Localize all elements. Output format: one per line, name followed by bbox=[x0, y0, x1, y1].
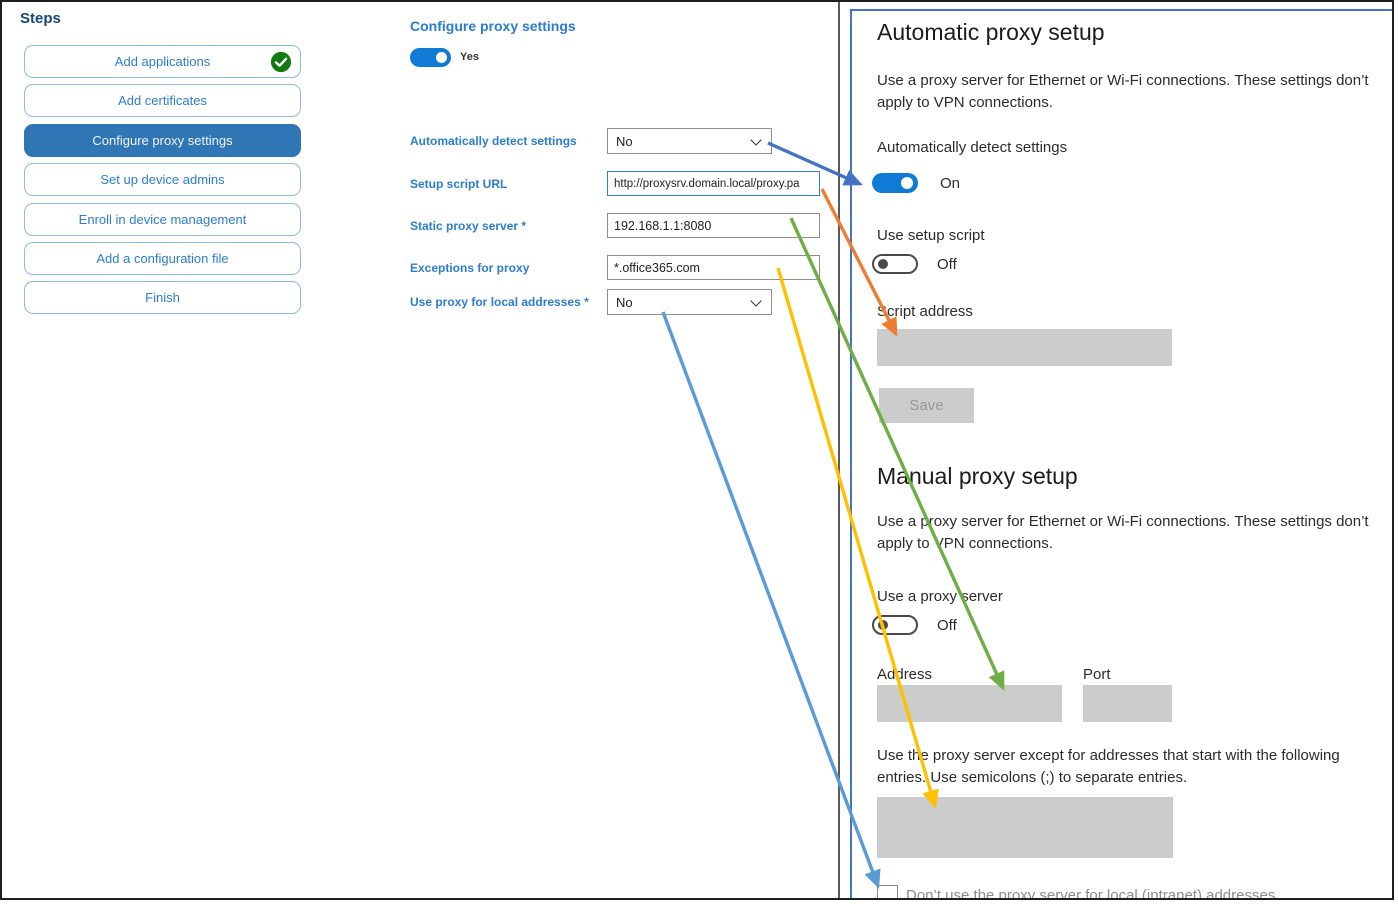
toggle-knob bbox=[878, 259, 888, 269]
use-setup-script-toggle[interactable] bbox=[872, 254, 918, 274]
field-row: Setup script URL bbox=[410, 171, 822, 198]
step-label: Configure proxy settings bbox=[92, 132, 233, 148]
use-proxy-server-label: Use a proxy server bbox=[877, 588, 1003, 605]
proxy-port-input[interactable] bbox=[1083, 685, 1172, 722]
toggle-knob bbox=[901, 177, 913, 189]
field-label: Static proxy server * bbox=[410, 219, 527, 233]
proxy-address-input[interactable] bbox=[877, 685, 1062, 722]
use-setup-script-label: Use setup script bbox=[877, 227, 985, 244]
step-enroll-in-device-management[interactable]: Enroll in device management bbox=[24, 203, 301, 236]
step-configure-proxy-settings[interactable]: Configure proxy settings bbox=[24, 124, 301, 157]
field-row: Use proxy for local addresses * No bbox=[410, 289, 822, 316]
manual-proxy-setup-heading: Manual proxy setup bbox=[877, 463, 1078, 489]
proxy-exceptions-textarea[interactable] bbox=[877, 797, 1173, 858]
toggle-knob bbox=[436, 52, 447, 63]
pane-divider bbox=[838, 2, 840, 898]
configure-proxy-toggle-state: Yes bbox=[460, 51, 479, 63]
field-label: Exceptions for proxy bbox=[410, 261, 530, 275]
step-finish[interactable]: Finish bbox=[24, 281, 301, 314]
toggle-knob bbox=[878, 620, 888, 630]
steps-title: Steps bbox=[20, 10, 61, 27]
chevron-down-icon bbox=[750, 134, 762, 146]
use-setup-script-state: Off bbox=[937, 256, 957, 273]
automatically-detect-settings-dropdown[interactable]: No bbox=[607, 128, 772, 154]
detect-settings-state: On bbox=[940, 175, 961, 192]
local-addresses-arrow bbox=[661, 311, 881, 889]
step-label: Finish bbox=[145, 289, 180, 305]
detect-settings-toggle[interactable] bbox=[872, 173, 918, 193]
field-label: Use proxy for local addresses * bbox=[410, 295, 589, 309]
use-proxy-for-local-addresses-dropdown[interactable]: No bbox=[607, 289, 772, 315]
exceptions-for-proxy-input[interactable] bbox=[607, 255, 820, 280]
step-label: Enroll in device management bbox=[78, 211, 247, 227]
step-add-certificates[interactable]: Add certificates bbox=[24, 84, 301, 117]
configure-proxy-toggle[interactable] bbox=[410, 48, 451, 67]
field-row: Automatically detect settings No bbox=[410, 128, 822, 155]
manual-proxy-description: Use a proxy server for Ethernet or Wi-Fi… bbox=[877, 513, 1369, 552]
port-label: Port bbox=[1083, 666, 1111, 683]
step-add-applications[interactable]: Add applications bbox=[24, 45, 301, 78]
windows-proxy-settings-panel: Automatic proxy setup Use a proxy server… bbox=[850, 9, 1392, 900]
script-address-label: Script address bbox=[877, 303, 973, 320]
form-title: Configure proxy settings bbox=[410, 18, 576, 34]
automatic-proxy-setup-heading: Automatic proxy setup bbox=[877, 19, 1105, 45]
field-row: Static proxy server * bbox=[410, 213, 822, 240]
step-label: Add certificates bbox=[118, 92, 207, 108]
save-button[interactable]: Save bbox=[879, 388, 974, 423]
detect-settings-label: Automatically detect settings bbox=[877, 139, 1068, 156]
step-label: Add a configuration file bbox=[96, 250, 229, 266]
address-label: Address bbox=[877, 666, 933, 683]
exceptions-hint: Use the proxy server except for addresse… bbox=[877, 747, 1340, 786]
local-intranet-checkbox[interactable] bbox=[877, 885, 898, 898]
field-label: Automatically detect settings bbox=[410, 134, 577, 148]
automatic-proxy-description: Use a proxy server for Ethernet or Wi-Fi… bbox=[877, 72, 1369, 111]
step-set-up-device-admins[interactable]: Set up device admins bbox=[24, 163, 301, 196]
chevron-down-icon bbox=[750, 295, 762, 307]
local-intranet-checkbox-label: Don’t use the proxy server for local (in… bbox=[906, 887, 1276, 900]
field-row: Exceptions for proxy bbox=[410, 255, 822, 282]
dropdown-value: No bbox=[616, 295, 633, 310]
script-address-input[interactable] bbox=[877, 329, 1172, 366]
dropdown-value: No bbox=[616, 134, 633, 149]
step-label: Add applications bbox=[114, 53, 211, 69]
static-proxy-server-input[interactable] bbox=[607, 213, 820, 238]
completed-check-icon bbox=[270, 51, 292, 73]
step-add-a-configuration-file[interactable]: Add a configuration file bbox=[24, 242, 301, 275]
setup-script-url-input[interactable] bbox=[607, 171, 820, 196]
use-proxy-server-state: Off bbox=[937, 617, 957, 634]
field-label: Setup script URL bbox=[410, 177, 508, 191]
use-proxy-server-toggle[interactable] bbox=[872, 615, 918, 635]
step-label: Set up device admins bbox=[100, 171, 225, 187]
